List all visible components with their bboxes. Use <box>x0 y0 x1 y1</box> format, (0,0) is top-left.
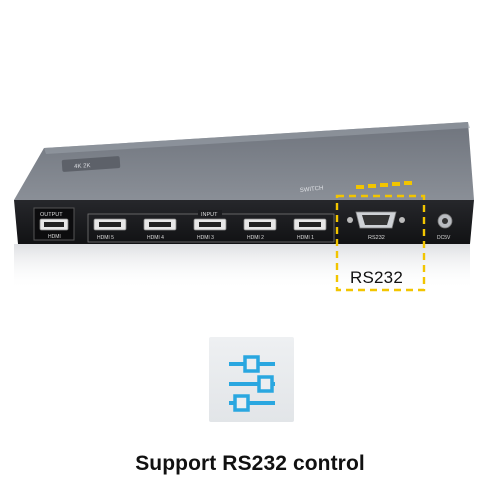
device-reflection <box>14 244 470 290</box>
power-label: DC5V <box>437 235 451 241</box>
input-port-label: HDMI 4 <box>147 235 164 241</box>
input-port-label: HDMI 2 <box>247 235 264 241</box>
output-port-label: HDMI <box>48 234 61 240</box>
sliders-icon-tile <box>209 337 294 422</box>
hdmi-port-3 <box>193 218 227 231</box>
input-label: INPUT <box>201 212 218 218</box>
power-jack <box>437 213 453 229</box>
hdmi-port-5 <box>293 218 327 231</box>
product-photo: 4K 2K SWITCH OUTPUT HDMI INPUT HDMI 5 HD… <box>14 122 474 292</box>
input-label-bg <box>198 210 222 217</box>
rs232-port <box>347 211 405 229</box>
led-row <box>356 181 412 189</box>
switch-label: SWITCH <box>300 186 324 194</box>
led <box>356 185 364 189</box>
led <box>404 181 412 185</box>
rs232-highlight-box <box>335 194 426 292</box>
led <box>392 182 400 186</box>
hdmi-port-4 <box>243 218 277 231</box>
hdmi-port-2 <box>143 218 177 231</box>
model-plate <box>61 156 121 172</box>
caption: Support RS232 control <box>135 452 365 475</box>
hdmi-port-1 <box>93 218 127 231</box>
rs232-port-label: RS232 <box>368 235 385 241</box>
sliders-icon <box>229 355 275 412</box>
led <box>368 184 376 188</box>
rs232-callout-label: RS232 <box>350 268 403 287</box>
input-port-label: HDMI 3 <box>197 235 214 241</box>
led <box>380 183 388 187</box>
model-plate-text: 4K 2K <box>74 163 91 170</box>
device-top-surface <box>14 122 474 200</box>
input-port-label: HDMI 1 <box>297 235 314 241</box>
output-label: OUTPUT <box>40 212 63 218</box>
input-port-label: HDMI 5 <box>97 235 114 241</box>
device-top-edge <box>44 122 470 154</box>
output-hdmi-port-inner <box>44 222 64 227</box>
